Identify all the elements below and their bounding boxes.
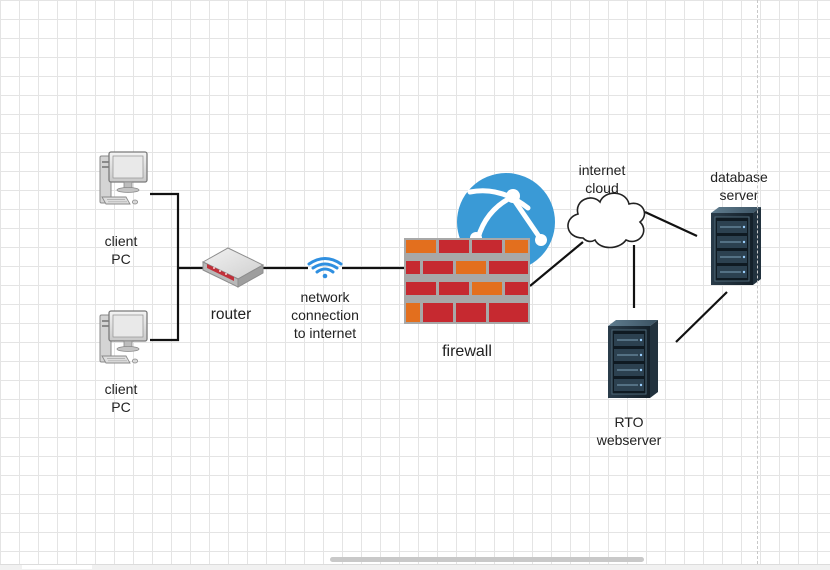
cloud-icon[interactable] [567,192,646,249]
router-label: router [210,306,252,323]
internet-cloud-label: internet cloud [567,161,637,197]
network-connection-label-line1: network [300,289,350,305]
horizontal-scrollbar[interactable] [330,557,644,562]
database-server-label-line1: database [710,169,768,185]
client-pc-1-label-line2: PC [111,251,131,267]
client-pc-1-label: client PC [96,232,146,268]
database-server-label-line2: server [719,187,759,203]
internet-cloud-label-line2: cloud [585,180,619,196]
client-pc-1-label-line1: client [104,233,138,249]
rto-webserver-label: RTO webserver [584,413,674,449]
client-pc-2-icon[interactable] [99,310,148,364]
connector-client-pc-2-to-router [150,268,180,342]
client-pc-2-label: client PC [96,380,146,416]
connector-cloud-to-database [644,211,698,237]
connector-rto-to-database [675,291,728,343]
internet-cloud-label-line1: internet [578,162,626,178]
database-server-icon[interactable] [710,206,762,286]
rto-webserver-icon[interactable] [607,319,659,399]
connector-firewall-to-cloud [529,241,584,287]
database-server-label: database server [697,168,781,204]
page-boundary-line [757,0,758,569]
network-connection-label-line2: connection [291,307,359,323]
client-pc-2-label-line1: client [104,381,138,397]
connector-lines [150,192,728,343]
network-connection-label: network connection to internet [280,288,370,342]
connector-client-pc-1-to-router [150,192,180,268]
network-connection-label-line3: to internet [293,325,357,341]
router-icon[interactable] [201,247,265,288]
rto-webserver-label-line1: RTO [614,414,644,430]
rto-webserver-label-line2: webserver [596,432,662,448]
brick-wall-icon[interactable] [404,238,530,324]
client-pc-2-label-line2: PC [111,399,131,415]
bottom-bar [0,564,830,570]
page-tab[interactable] [22,565,92,569]
firewall-label: firewall [442,343,492,360]
client-pc-1-icon[interactable] [99,151,148,205]
wifi-icon[interactable] [307,257,343,279]
